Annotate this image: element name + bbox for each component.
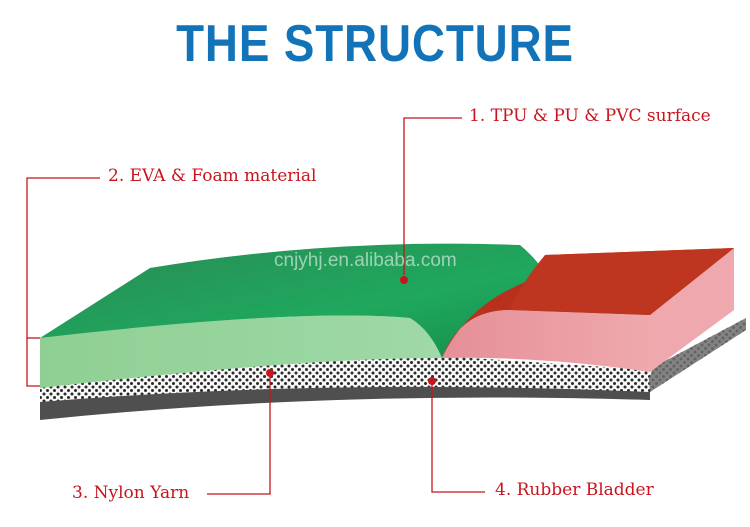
label-surface: 1. TPU & PU & PVC surface [469, 106, 711, 126]
eva-foam-layer-pink [442, 310, 650, 372]
callout-dot-surface [400, 276, 408, 284]
label-rubber-bladder: 4. Rubber Bladder [495, 480, 654, 500]
callout-dot-rubber [428, 377, 436, 385]
rubber-bladder-layer [40, 384, 650, 420]
eva-foam-layer-green [40, 315, 442, 388]
label-nylon-yarn: 3. Nylon Yarn [72, 483, 190, 503]
nylon-yarn-layer [40, 318, 746, 402]
callout-dot-nylon [266, 369, 274, 377]
watermark-text: cnjyhj.en.alibaba.com [274, 250, 457, 271]
label-eva-foam: 2. EVA & Foam material [108, 166, 317, 186]
diagram-title: THE STRUCTURE [176, 15, 574, 73]
surface-layer-green [40, 243, 545, 358]
